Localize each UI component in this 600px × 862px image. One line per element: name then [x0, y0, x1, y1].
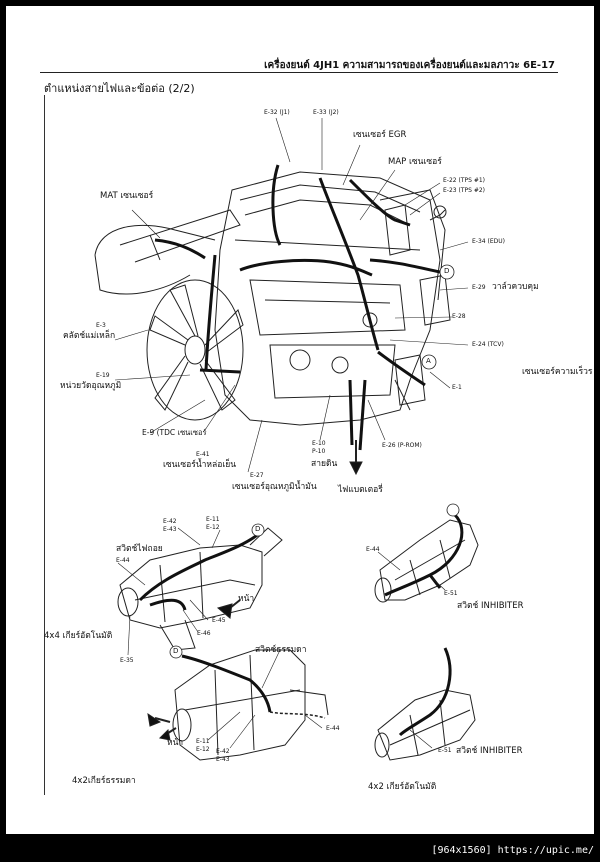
label-e19: E-19	[96, 372, 110, 379]
section-title: ตำแหน่งสายไฟและข้อต่อ (2/2)	[44, 82, 195, 95]
transmission-auto-bottom-illustration	[374, 689, 476, 761]
label-manual-neutral-switch: สวิตช์ธรรมดา	[255, 645, 307, 655]
label-speed-sensor: เซนเซอร์ความเร็วร	[522, 367, 593, 377]
label-4x4-e12: E-12	[206, 524, 220, 531]
label-e22: E-22 (TPS #1)	[443, 177, 486, 184]
label-manual-e12: E-12	[196, 746, 210, 753]
label-e41: E-41	[196, 451, 210, 458]
label-e29: E-29	[472, 284, 486, 291]
label-auto-top-e44: E-44	[366, 546, 380, 553]
manual-page	[6, 6, 594, 834]
transmission-4x4-illustration	[117, 527, 283, 651]
transmission-auto-top-illustration	[374, 519, 479, 603]
fan-illustration	[146, 279, 244, 421]
label-p10: P-10	[312, 448, 326, 455]
label-manual-e43: E-43	[216, 756, 230, 763]
label-manual-e44: E-44	[326, 725, 340, 732]
connector-marker-d-4x4: D	[255, 525, 261, 533]
label-manual-e11: E-11	[196, 738, 210, 745]
label-ground: สายดิน	[311, 459, 338, 469]
caption-4x2-automatic: 4x2 เกียร์อัตโนมัติ	[368, 782, 437, 792]
label-4x4-e45: E-45	[212, 617, 226, 624]
label-e32: E-32 (J1)	[264, 109, 290, 116]
label-battery: ไฟแบตเตอรี่	[338, 485, 383, 495]
label-4x4-e43: E-43	[163, 526, 177, 533]
label-auto-bottom-e51: E-51	[438, 747, 452, 754]
label-4x4-backup-lamp-switch: สวิตช์ไฟถอย	[116, 544, 163, 554]
label-4x4-front: หน้า	[238, 594, 255, 604]
label-4x4-e44: E-44	[116, 557, 130, 564]
label-e34: E-34 (EDU)	[472, 238, 505, 245]
label-mat-sensor: MAT เซนเซอร์	[100, 191, 154, 201]
connector-marker-d-manual: D	[173, 647, 179, 655]
footer-watermark-text: [964x1560] https://upic.me/	[431, 845, 594, 856]
label-4x4-e11: E-11	[206, 516, 220, 523]
label-e10: E-10	[312, 440, 326, 447]
transmission-manual-illustration	[172, 649, 329, 761]
label-e27: E-27	[250, 472, 264, 479]
header-rule	[40, 72, 558, 73]
label-magnetic-clutch: คลัตช์แม่เหล็ก	[63, 331, 116, 341]
label-map-sensor: MAP เซนเซอร์	[388, 157, 442, 167]
label-auto-top-e51: E-51	[444, 590, 458, 597]
connector-marker-a: A	[426, 357, 431, 365]
footer-bar: [964x1560] https://upic.me/	[0, 842, 600, 862]
label-auto-bottom-inhibitor-switch: สวิตช์ INHIBITER	[456, 746, 523, 756]
label-manual-e42: E-42	[216, 748, 230, 755]
label-e26: E-26 (P-ROM)	[382, 442, 422, 449]
label-e23: E-23 (TPS #2)	[443, 187, 486, 194]
label-e9-tdc-sensor: E-9 (TDC เซนเซอร์	[142, 428, 207, 437]
label-control-valve: วาล์วควบคุม	[492, 282, 539, 292]
label-coolant-sensor: เซนเซอร์น้ำหล่อเย็น	[163, 460, 237, 470]
label-4x4-e42: E-42	[163, 518, 177, 525]
caption-4x4-automatic: 4x4 เกียร์อัตโนมัติ	[44, 631, 113, 641]
caption-4x2-manual: 4x2เกียร์ธรรมดา	[72, 776, 136, 786]
label-e1: E-1	[452, 384, 462, 391]
connector-marker-d: D	[444, 267, 450, 275]
label-4x4-e35: E-35	[120, 657, 134, 664]
label-e3: E-3	[96, 322, 106, 329]
label-manual-front: หน้า	[167, 738, 184, 748]
label-e24: E-24 (TCV)	[472, 341, 504, 348]
label-egr-sensor: เซนเซอร์ EGR	[353, 130, 407, 140]
label-temp-unit: หน่วยวัดอุณหภูมิ	[60, 381, 122, 391]
label-oil-temp-sensor: เซนเซอร์อุณหภูมิน้ำมัน	[232, 482, 317, 492]
section-frame-line	[44, 95, 45, 795]
page-header-title: เครื่องยนต์ 4JH1 ความสามารถของเครื่องยนต…	[264, 60, 555, 71]
label-e33: E-33 (J2)	[313, 109, 339, 116]
label-e28: E-28	[452, 313, 466, 320]
engine-illustration	[94, 171, 451, 426]
label-4x4-e46: E-46	[197, 630, 211, 637]
label-auto-top-inhibitor-switch: สวิตช์ INHIBITER	[457, 601, 524, 611]
